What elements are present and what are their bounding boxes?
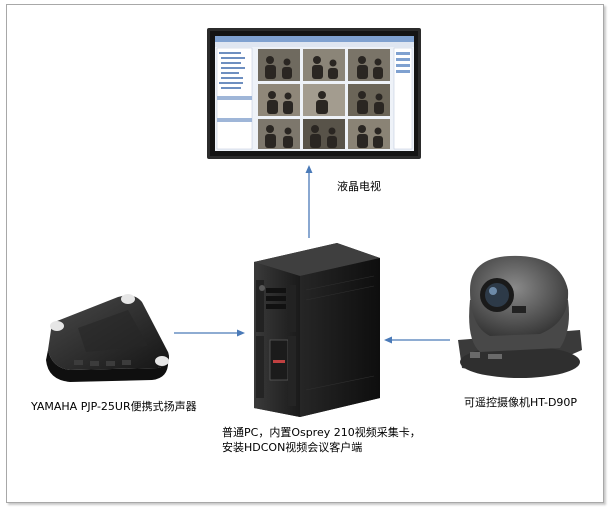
tv-label: 液晶电视 (337, 180, 381, 193)
lcd-tv (207, 28, 421, 159)
speaker-label: YAMAHA PJP-25UR便携式扬声器 (31, 400, 197, 413)
video-grid (258, 49, 390, 149)
pc-tower (254, 243, 380, 417)
arrow-pc-to-tv (305, 165, 313, 238)
pc-label-line2: 安装HDCON视频会议客户端 (222, 441, 363, 454)
pc-label-line1: 普通PC，内置Osprey 210视频采集卡， (222, 426, 421, 439)
arrow-speaker-to-pc (174, 329, 245, 337)
camera-label: 可遥控摄像机HT-D90P (464, 396, 578, 409)
yamaha-speaker (46, 294, 169, 382)
ptz-camera (458, 255, 582, 378)
arrow-camera-to-pc (384, 336, 450, 344)
